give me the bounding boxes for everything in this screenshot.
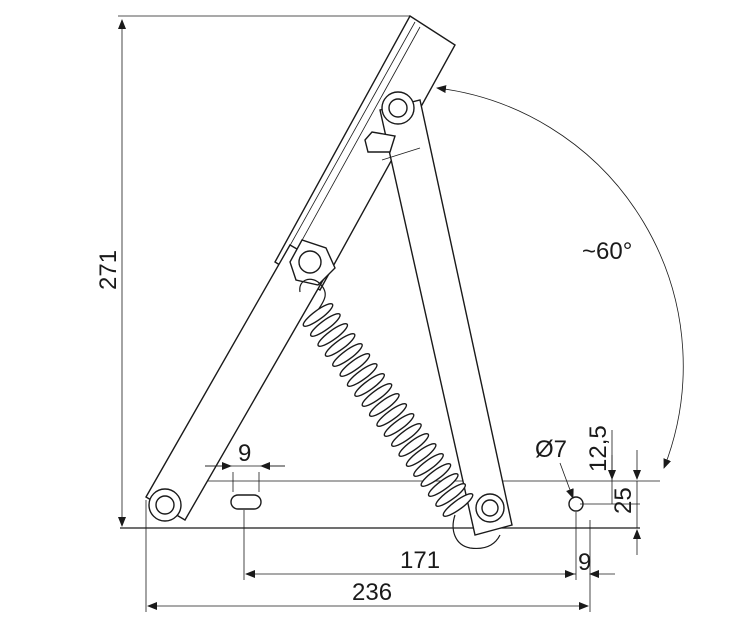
dimension-171: 171 — [243, 510, 577, 580]
spring-coil — [398, 433, 430, 457]
mid-pivot — [289, 239, 336, 286]
spring-coil — [390, 423, 422, 447]
dim-offset-9-label: 9 — [578, 549, 591, 576]
spring-coil — [427, 473, 459, 497]
dim-171-label: 171 — [400, 547, 440, 574]
spring-coil — [346, 363, 378, 387]
dim-hole-label: Ø7 — [535, 436, 567, 463]
dim-12-5-label: 12,5 — [585, 425, 612, 472]
dim-angle-label: ~60° — [582, 238, 632, 265]
dimension-offset-9: 9 — [566, 549, 615, 578]
spring-coil — [339, 353, 371, 377]
spring-coil — [376, 403, 408, 427]
dim-slot-9-label: 9 — [238, 440, 251, 467]
dim-25-label: 25 — [610, 487, 637, 514]
dimension-angle: ~60° — [436, 85, 684, 469]
spring-coil — [361, 383, 393, 407]
spring-coil — [442, 493, 474, 517]
spring-coil — [332, 343, 363, 367]
spring-coil — [302, 303, 334, 327]
dimension-slot-9: 9 — [205, 440, 285, 510]
main-arm — [145, 244, 331, 522]
spring-coil — [309, 313, 341, 337]
dimension-hole-7: Ø7 — [535, 436, 584, 512]
dim-236-label: 236 — [352, 579, 392, 606]
spring-coil — [368, 393, 400, 417]
spring-coil — [324, 333, 356, 357]
spring-coil — [435, 483, 467, 507]
spring-coil — [405, 443, 437, 467]
spring-coil — [383, 413, 415, 437]
spring — [299, 278, 501, 550]
spring-coil — [354, 373, 386, 397]
dim-271-label: 271 — [95, 250, 122, 290]
dimension-271: 271 — [95, 15, 410, 527]
spring-coil — [317, 323, 349, 347]
dimension-25: 25 — [610, 450, 641, 555]
dimension-236: 236 — [145, 500, 591, 612]
